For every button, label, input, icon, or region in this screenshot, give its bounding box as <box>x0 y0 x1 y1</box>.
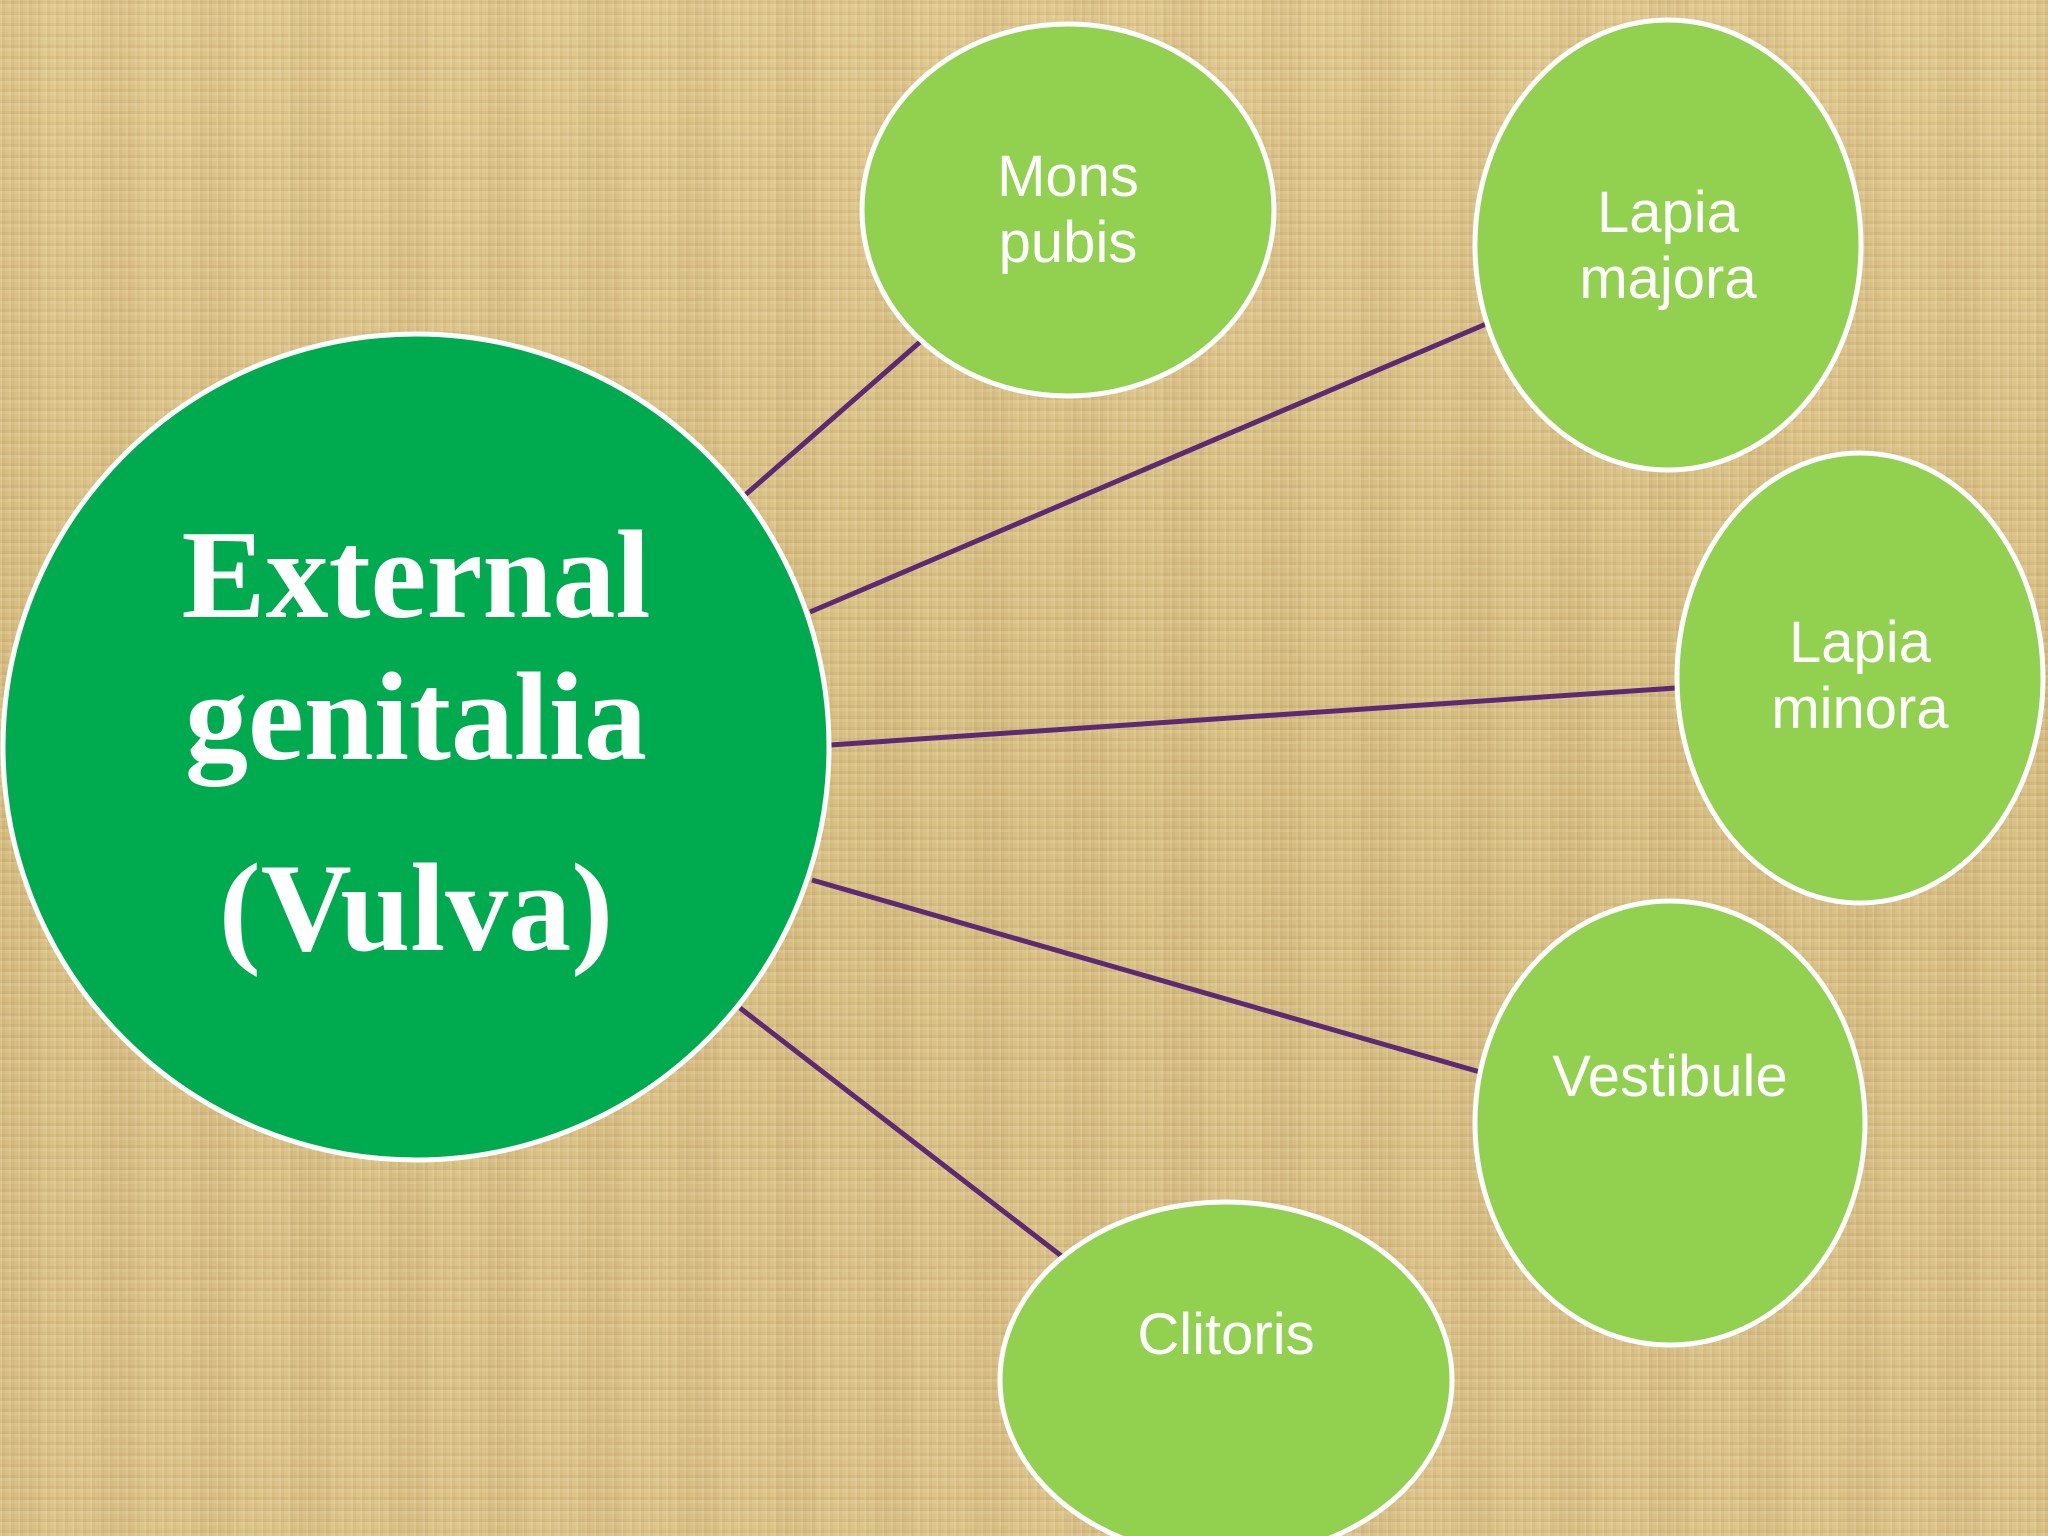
node-labia-minora-label-line1: Lapia <box>1789 610 1932 675</box>
node-labia-majora-label-line2: majora <box>1579 246 1757 311</box>
node-vestibule-label: Vestibule <box>1552 1044 1787 1109</box>
connector-labia-minora <box>829 685 1677 748</box>
node-labia-minora-shape <box>1674 450 2046 906</box>
node-mons-pubis-label-line2: pubis <box>999 210 1138 275</box>
node-labia-majora-label-line1: Lapia <box>1597 180 1740 245</box>
node-clitoris-label: Clitoris <box>1137 1302 1314 1367</box>
node-mons-pubis-shape <box>859 21 1277 399</box>
center-node: External genitalia (Vulva) <box>0 331 832 1163</box>
node-clitoris: Clitoris <box>997 1199 1455 1536</box>
center-node-shape <box>0 331 832 1163</box>
node-clitoris-shape <box>997 1199 1455 1536</box>
connector-mons-pubis <box>742 340 922 498</box>
node-mons-pubis: Mons pubis <box>859 21 1277 399</box>
node-labia-minora: Lapia minora <box>1674 450 2046 906</box>
connector-vestibule <box>811 877 1481 1075</box>
node-labia-majora-shape <box>1472 17 1864 473</box>
node-labia-majora: Lapia majora <box>1472 17 1864 473</box>
node-vestibule-shape <box>1472 898 1868 1348</box>
center-title-line3: (Vulva) <box>219 839 613 978</box>
center-title-line2: genitalia <box>185 648 647 787</box>
node-vestibule: Vestibule <box>1472 898 1868 1348</box>
node-mons-pubis-label-line1: Mons <box>997 144 1139 209</box>
connector-clitoris <box>738 1006 1066 1260</box>
connector-labia-majora <box>809 321 1487 615</box>
node-labia-minora-label-line2: minora <box>1771 676 1949 741</box>
center-title-line1: External <box>182 506 651 645</box>
